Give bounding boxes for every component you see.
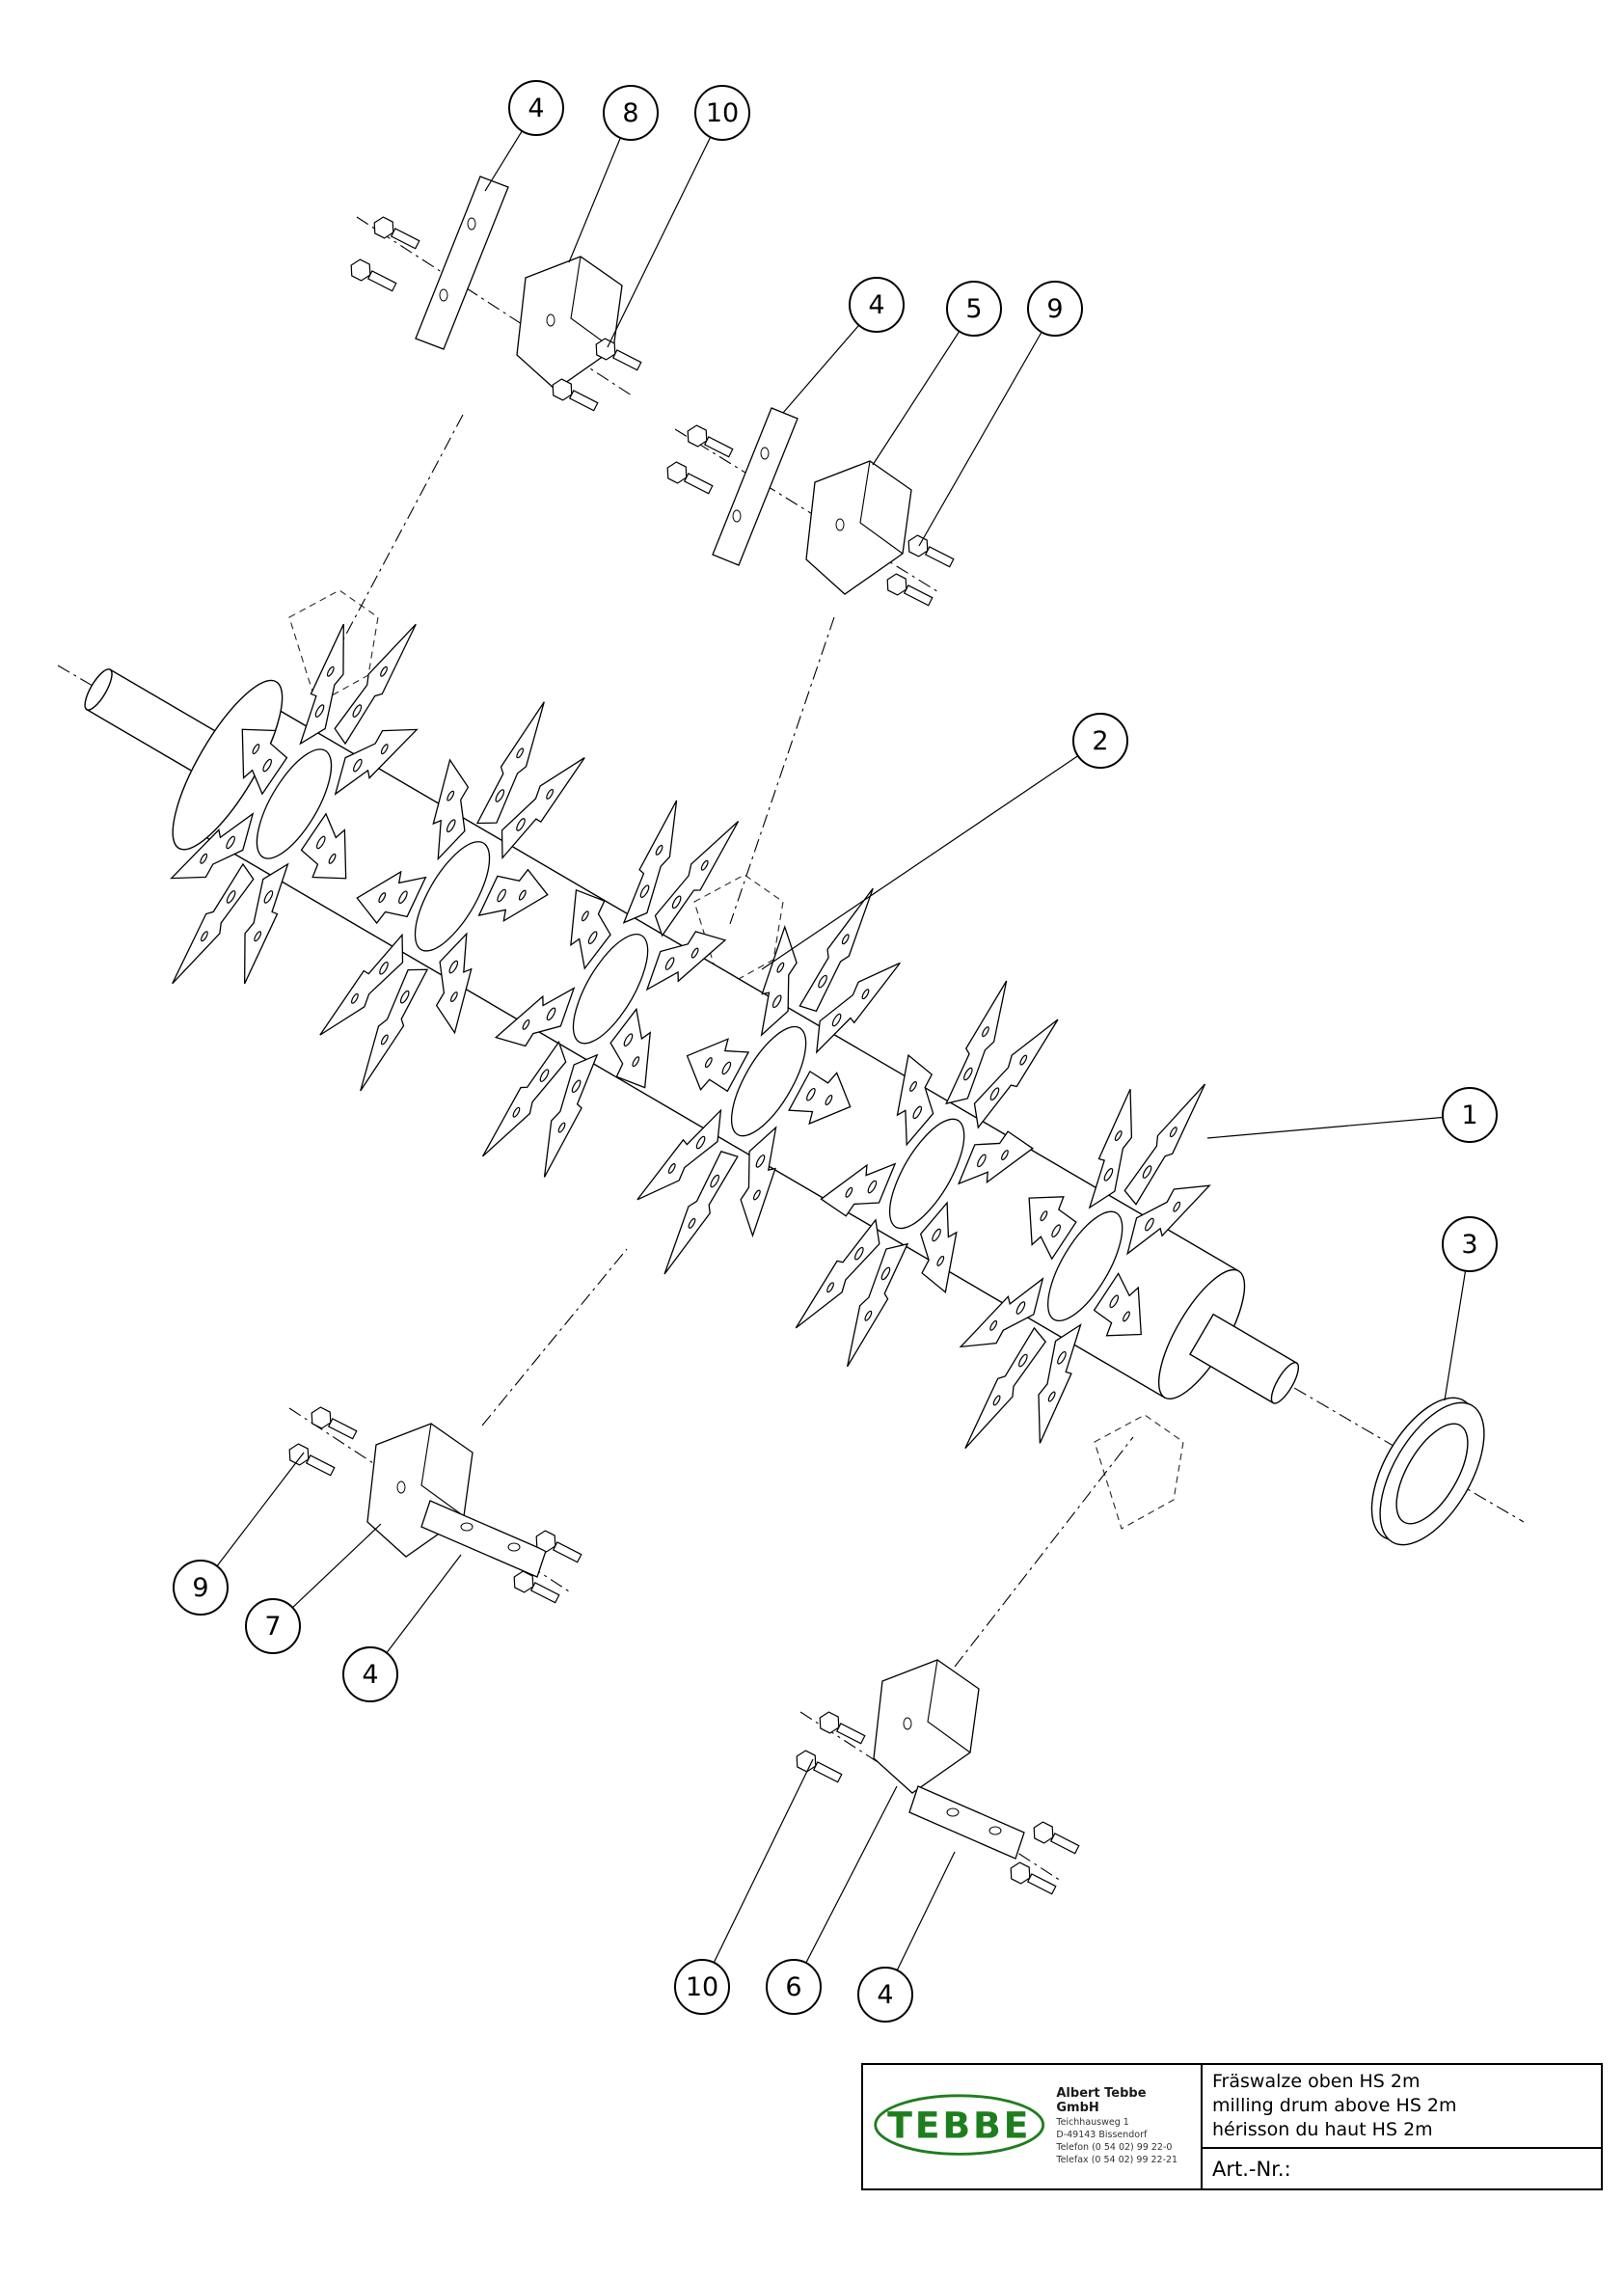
- balloon-part-9: 9: [1027, 281, 1083, 337]
- balloon-part-10: 10: [674, 1959, 730, 2015]
- balloon-part-10: 10: [694, 85, 750, 141]
- drawing-title-fr: hérisson du haut HS 2m: [1212, 2119, 1433, 2141]
- title-block-company-cell: TEBBE Albert Tebbe GmbH Teichhausweg 1 D…: [863, 2065, 1203, 2188]
- balloon-part-7: 7: [245, 1598, 301, 1654]
- drum-assembly: [84, 419, 1300, 1655]
- balloon-part-3: 3: [1442, 1216, 1498, 1272]
- bolt-icon: [815, 1708, 868, 1749]
- blade-hole: [439, 288, 448, 302]
- bolt-icon: [904, 531, 957, 572]
- balloon-part-6: 6: [766, 1959, 822, 2015]
- balloon-part-4: 4: [849, 277, 905, 333]
- bolt-icon: [284, 1440, 338, 1481]
- blade-hole: [460, 1522, 474, 1532]
- blade-hole: [946, 1807, 960, 1817]
- bracket-hole: [835, 518, 845, 531]
- bearing-ring-part3: [1370, 1397, 1485, 1546]
- art-nr-label: Art.-Nr.:: [1212, 2157, 1291, 2181]
- ghost-outline: [1094, 1414, 1184, 1530]
- bolt-icon: [882, 570, 935, 611]
- bolt-icon: [548, 375, 601, 416]
- blade-hole: [760, 447, 770, 460]
- blade-hole: [988, 1826, 1002, 1835]
- bracket-hole: [903, 1717, 912, 1730]
- tebbe-logo-text: TEBBE: [887, 2104, 1031, 2146]
- exploded-group-bottom-middle: [792, 1659, 1082, 1899]
- part6-bracket: [873, 1659, 980, 1794]
- drawing-title-en: milling drum above HS 2m: [1212, 2095, 1457, 2117]
- company-fax: Telefax (0 54 02) 99 22-21: [1056, 2154, 1178, 2165]
- balloon-part-2: 2: [1072, 713, 1128, 769]
- ghost-outline: [288, 589, 379, 705]
- tebbe-logo-ellipse: [874, 2094, 1045, 2156]
- company-phone: Telefon (0 54 02) 99 22-0: [1056, 2142, 1173, 2153]
- blade-hole: [467, 217, 476, 231]
- part4-blade: [908, 1785, 1025, 1860]
- title-block-title-cell: Fräswalze oben HS 2m milling drum above …: [1203, 2065, 1601, 2188]
- balloon-part-5: 5: [946, 281, 1002, 337]
- company-address: Albert Tebbe GmbH Teichhausweg 1 D-49143…: [1056, 2086, 1193, 2166]
- balloon-part-1: 1: [1442, 1087, 1498, 1143]
- bracket-fold-line: [927, 1659, 971, 1753]
- bracket-fold-line: [420, 1423, 465, 1517]
- blade-hole: [732, 509, 742, 523]
- title-block: TEBBE Albert Tebbe GmbH Teichhausweg 1 D…: [861, 2063, 1603, 2190]
- blade-hole: [507, 1542, 521, 1552]
- company-city: D-49143 Bissendorf: [1056, 2130, 1148, 2141]
- tebbe-logo: TEBBE: [874, 2094, 1045, 2156]
- part8-bracket: [516, 256, 623, 391]
- company-street: Teichhausweg 1: [1056, 2117, 1129, 2129]
- balloon-part-4: 4: [857, 1967, 913, 2023]
- left-flange-disc: [172, 679, 284, 851]
- bolt-icon: [792, 1747, 845, 1787]
- bolt-icon: [683, 421, 736, 462]
- drawing-title-de: Fräswalze oben HS 2m: [1212, 2071, 1421, 2092]
- exploded-group-bottom-left: [284, 1403, 584, 1608]
- bracket-hole: [546, 313, 555, 327]
- part4-blade: [712, 407, 798, 566]
- bolt-icon: [1029, 1818, 1082, 1859]
- art-nr-row: Art.-Nr.:: [1203, 2149, 1601, 2188]
- bolt-icon: [369, 213, 422, 254]
- balloon-part-4: 4: [508, 80, 564, 136]
- exploded-group-top-middle: [663, 407, 957, 611]
- part4-blade: [415, 176, 509, 350]
- balloon-part-8: 8: [603, 85, 659, 141]
- bolt-icon: [1006, 1859, 1059, 1899]
- drawing-title: Fräswalze oben HS 2m milling drum above …: [1203, 2065, 1601, 2150]
- bolt-icon: [346, 256, 399, 296]
- part4-blade: [420, 1500, 547, 1578]
- balloon-part-9: 9: [173, 1560, 229, 1616]
- bracket-fold-line: [570, 256, 614, 350]
- balloon-part-4: 4: [342, 1646, 398, 1702]
- bolt-icon: [591, 335, 644, 375]
- bracket-hole: [396, 1481, 406, 1494]
- bracket-fold-line: [859, 460, 904, 555]
- right-stub-shaft: [1189, 1313, 1300, 1404]
- bolt-icon: [663, 458, 716, 499]
- company-name: Albert Tebbe GmbH: [1056, 2086, 1147, 2116]
- exploded-group-top-left: [346, 176, 644, 416]
